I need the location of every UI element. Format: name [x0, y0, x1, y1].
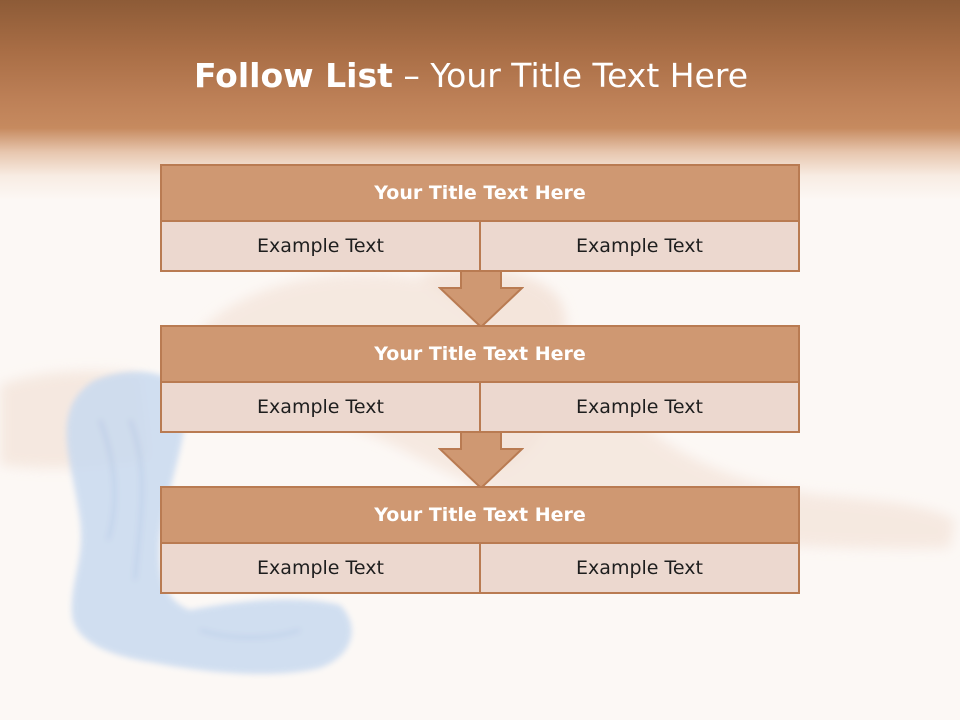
step-box-2: Your Title Text Here Example Text Exampl…	[160, 325, 800, 433]
step-1-left-text: Example Text	[162, 222, 479, 270]
step-2-left-text: Example Text	[162, 383, 479, 431]
step-title-3: Your Title Text Here	[162, 488, 798, 544]
step-row-2: Example Text Example Text	[162, 383, 798, 431]
step-title-2: Your Title Text Here	[162, 327, 798, 383]
step-1-right-text: Example Text	[479, 222, 798, 270]
down-arrow-icon	[438, 431, 524, 489]
step-title-1: Your Title Text Here	[162, 166, 798, 222]
step-box-3: Your Title Text Here Example Text Exampl…	[160, 486, 800, 594]
slide-title-rest: – Your Title Text Here	[403, 56, 749, 95]
step-box-1: Your Title Text Here Example Text Exampl…	[160, 164, 800, 272]
step-3-right-text: Example Text	[479, 544, 798, 592]
step-3-left-text: Example Text	[162, 544, 479, 592]
slide-title: Follow List – Your Title Text Here	[0, 52, 942, 100]
down-arrow-icon	[438, 270, 524, 328]
step-row-3: Example Text Example Text	[162, 544, 798, 592]
step-row-1: Example Text Example Text	[162, 222, 798, 270]
slide-title-bold: Follow List	[193, 56, 393, 95]
step-2-right-text: Example Text	[479, 383, 798, 431]
